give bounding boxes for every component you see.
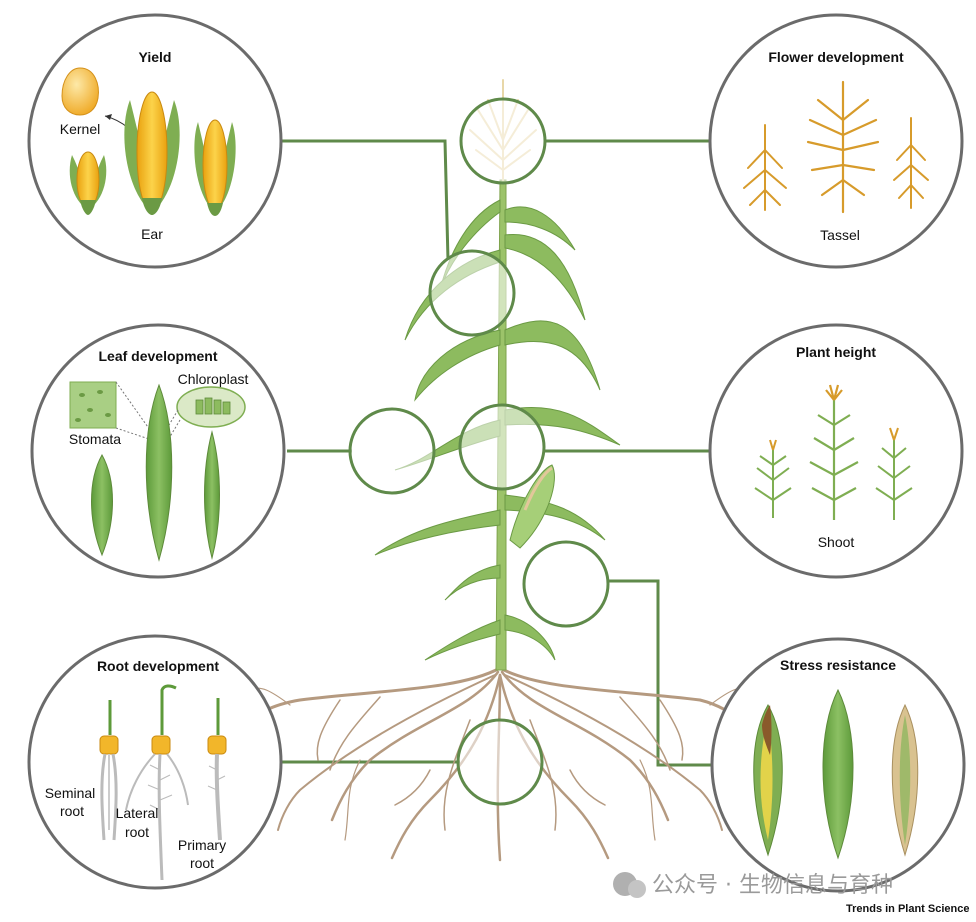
- ear-label: Ear: [141, 226, 163, 242]
- stomata-label: Stomata: [69, 431, 121, 447]
- leaf-stressed-brown-icon: [753, 703, 783, 857]
- panel-leaf: Leaf development Stomata Chloroplast: [30, 323, 286, 579]
- plant-ear: [509, 464, 555, 549]
- shoot-label: Shoot: [818, 534, 855, 550]
- panel-height: Plant height Shoot: [708, 323, 964, 579]
- leaf-healthy-icon: [822, 688, 854, 860]
- watermark-text: 公众号 · 生物信息与育种: [652, 873, 893, 898]
- stomata-tile-icon: [69, 381, 117, 429]
- kernel-label: Kernel: [60, 121, 100, 137]
- highlight-leaf-right: [458, 403, 546, 491]
- highlight-ear: [428, 249, 516, 337]
- ear-large-center-icon: [124, 91, 180, 215]
- primary-label-line2: root: [190, 855, 214, 871]
- shoot-medium-right-icon: [875, 427, 913, 520]
- stress-title: Stress resistance: [780, 657, 896, 673]
- leaf-thin-right-icon: [204, 430, 220, 560]
- central-maize-plant: [243, 79, 751, 862]
- highlight-circles: [348, 97, 610, 806]
- panel-stress: Stress resistance: [710, 637, 966, 893]
- kernel-icon: [61, 67, 99, 116]
- highlight-root: [456, 718, 544, 806]
- height-title: Plant height: [796, 344, 876, 360]
- shoot-short-left-icon: [754, 439, 792, 518]
- lateral-label-line2: root: [125, 824, 149, 840]
- highlight-leaf-left: [348, 407, 436, 495]
- chloroplast-label: Chloroplast: [178, 371, 249, 387]
- panel-flower: Flower development Tassel: [708, 13, 964, 269]
- ear-right-icon: [194, 119, 236, 216]
- seminal-label-line1: Seminal: [45, 785, 96, 801]
- highlight-tassel: [459, 97, 547, 185]
- root-title: Root development: [97, 658, 219, 674]
- seedling-lateral-icon: [125, 684, 189, 881]
- watermark: 公众号 · 生物信息与育种: [613, 872, 893, 898]
- seedling-primary-icon: [207, 698, 227, 841]
- credit-text: Trends in Plant Science: [846, 903, 970, 915]
- leaf-large-center-icon: [145, 383, 173, 562]
- connector-yield: [282, 139, 450, 261]
- seedling-seminal-icon: [99, 700, 119, 841]
- tassel-small-left-icon: [743, 124, 787, 211]
- highlight-stress-leaf: [522, 540, 610, 628]
- panel-flower-border: [708, 13, 964, 269]
- leaf-stressed-pale-icon: [891, 703, 919, 857]
- leaf-small-left-icon: [91, 453, 113, 557]
- leaf-title: Leaf development: [98, 348, 217, 364]
- primary-label-line1: Primary: [178, 837, 226, 853]
- tassel-label: Tassel: [820, 227, 860, 243]
- seminal-label-line2: root: [60, 803, 84, 819]
- tassel-small-right-icon: [893, 117, 929, 209]
- lateral-label-line1: Lateral: [116, 805, 159, 821]
- connector-stress: [609, 579, 712, 767]
- panel-yield: Yield Kernel Ear: [27, 13, 283, 269]
- shoot-tall-center-icon: [809, 384, 859, 520]
- yield-title: Yield: [139, 49, 172, 65]
- ear-small-left-icon: [69, 151, 107, 215]
- flower-title: Flower development: [768, 49, 904, 65]
- tassel-large-center-icon: [806, 80, 880, 214]
- panel-root: Root development Seminal root Lateral ro…: [27, 634, 283, 890]
- connector-lines: [282, 139, 712, 767]
